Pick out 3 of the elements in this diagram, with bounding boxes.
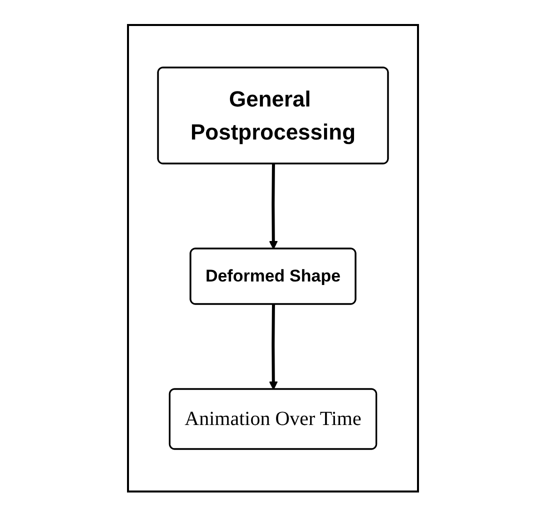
cluster bbox=[126, 24, 418, 492]
arrow bbox=[268, 164, 278, 250]
arrow bbox=[268, 304, 278, 390]
